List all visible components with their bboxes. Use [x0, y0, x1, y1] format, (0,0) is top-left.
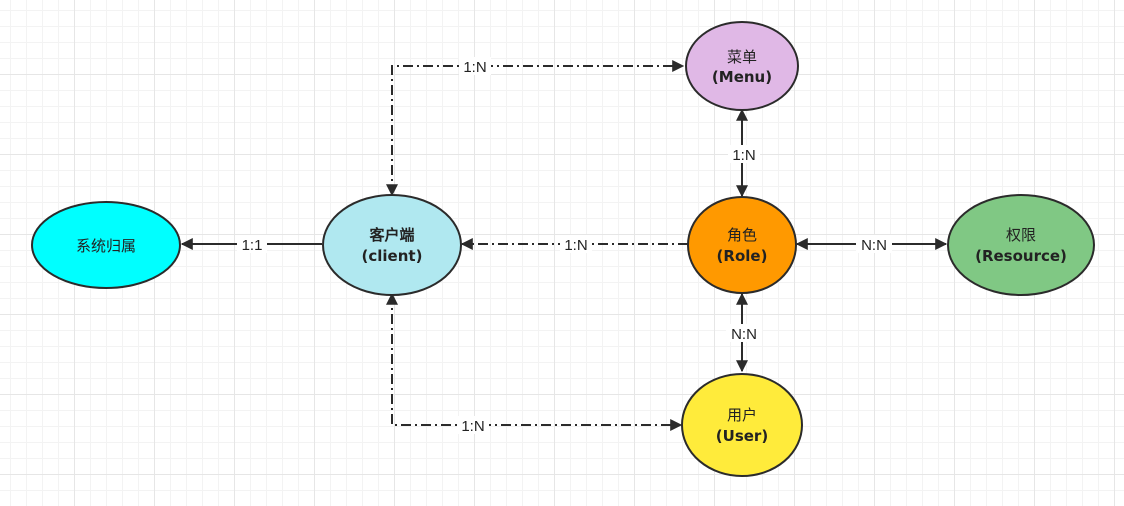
edge-role-client[interactable]: 1:N — [460, 235, 688, 254]
edge-role-resource[interactable]: N:N — [795, 235, 948, 254]
node-role-shape — [687, 196, 797, 294]
node-client-label-cn: 客户端 — [368, 226, 414, 244]
node-system-label: 系统归属 — [76, 237, 136, 255]
node-user-label-cn: 用户 — [727, 406, 757, 424]
edge-client-menu[interactable]: 1:N — [386, 57, 685, 197]
node-role[interactable]: 角色 (Role) — [687, 196, 797, 294]
edge-label-role-user: N:N — [731, 326, 757, 343]
edge-label-menu-role: 1:N — [732, 147, 755, 164]
edge-client-user[interactable]: 1:N — [386, 292, 683, 435]
node-user-label-en: (User) — [716, 427, 768, 445]
node-menu-shape — [685, 21, 799, 111]
node-resource[interactable]: 权限 (Resource) — [947, 194, 1095, 296]
node-system[interactable]: 系统归属 — [31, 201, 181, 289]
node-client-shape — [322, 194, 462, 296]
node-user[interactable]: 用户 (User) — [681, 373, 803, 477]
edge-label-client-system: 1:1 — [242, 237, 263, 254]
edge-role-user[interactable]: N:N — [726, 292, 762, 373]
node-user-shape — [681, 373, 803, 477]
node-role-label-cn: 角色 — [727, 226, 757, 244]
edge-label-client-user: 1:N — [461, 418, 484, 435]
node-resource-label-en: (Resource) — [975, 247, 1067, 265]
node-resource-shape — [947, 194, 1095, 296]
edge-label-client-menu: 1:N — [463, 59, 486, 76]
node-resource-label-cn: 权限 — [1006, 226, 1036, 244]
node-menu-label-en: (Menu) — [712, 68, 772, 86]
node-menu[interactable]: 菜单 (Menu) — [685, 21, 799, 111]
edge-menu-role[interactable]: 1:N — [728, 108, 760, 198]
node-menu-label-cn: 菜单 — [727, 48, 757, 66]
node-system-shape — [31, 201, 181, 289]
node-client-label-en: (client) — [362, 247, 423, 265]
node-role-label-en: (Role) — [717, 247, 768, 265]
edge-label-role-client: 1:N — [564, 237, 587, 254]
node-client[interactable]: 客户端 (client) — [322, 194, 462, 296]
edge-client-system[interactable]: 1:1 — [180, 235, 322, 254]
edge-label-role-resource: N:N — [861, 237, 887, 254]
